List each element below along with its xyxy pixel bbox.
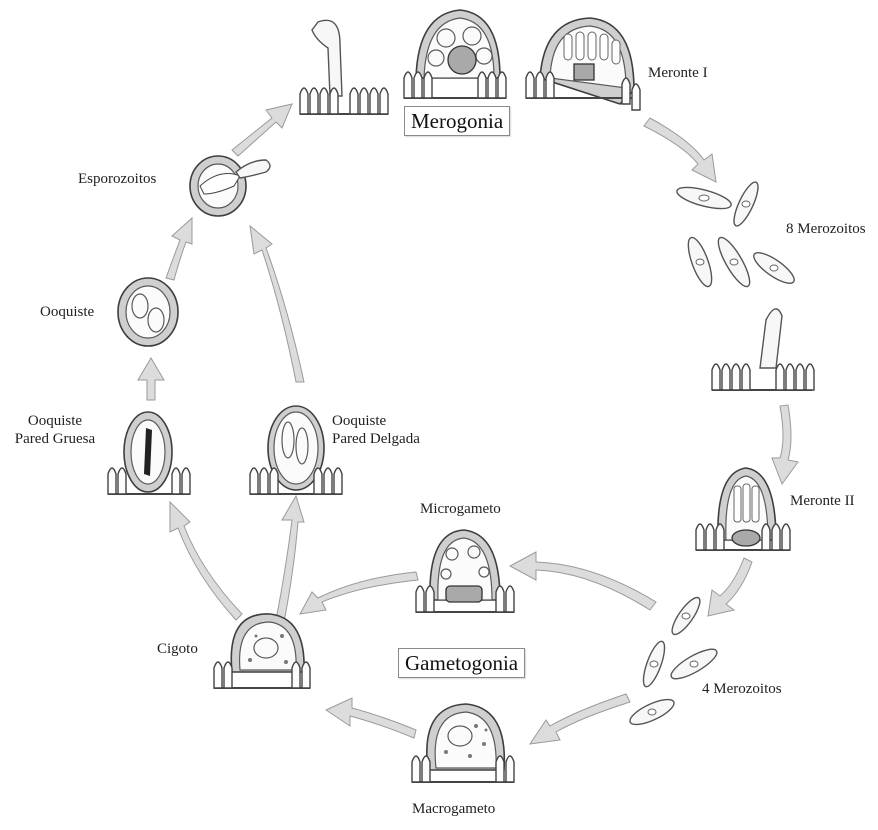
cigoto-cell: [214, 614, 310, 688]
stage-title-merogonia: Merogonia: [404, 106, 510, 136]
label-merozoitos-4: 4 Merozoitos: [702, 680, 782, 698]
label-ooquiste-pared-delgada-line2: Pared Delgada: [332, 430, 420, 448]
label-cigoto: Cigoto: [157, 640, 198, 658]
arrow-macrogameto-to-cigoto: [326, 698, 416, 738]
stage-title-gametogonia: Gametogonia: [398, 648, 525, 678]
ooquiste-cell: [118, 278, 178, 346]
merozoite-invading-cell: [712, 309, 814, 390]
merozoites-4: [627, 594, 721, 729]
meronte-1-cell: [526, 18, 640, 110]
label-ooquiste: Ooquiste: [40, 303, 94, 321]
label-ooquiste-pared-delgada-line1: Ooquiste: [332, 412, 420, 430]
arrow-to-microgameto: [510, 552, 656, 610]
arrow-ooquiste-to-esporozoitos: [166, 218, 192, 280]
label-ooquiste-pared-gruesa-line2: Pared Gruesa: [8, 430, 102, 448]
arrow-to-ooquiste: [138, 358, 164, 400]
label-ooquiste-pared-gruesa: Ooquiste Pared Gruesa: [8, 412, 102, 448]
arrow-cigoto-to-pared-delgada: [276, 496, 304, 622]
ooquiste-pared-gruesa-cell: [108, 412, 190, 494]
macrogameto-cell: [412, 704, 514, 782]
trophozoite-cell: [404, 10, 506, 98]
label-meronte-1: Meronte I: [648, 64, 708, 82]
arrow-esporozoitos-to-cell: [232, 104, 292, 156]
arrow-microgameto-to-cigoto: [300, 572, 418, 614]
label-macrogameto: Macrogameto: [412, 800, 495, 818]
arrow-meronte2-to-merozoitos: [708, 558, 752, 616]
arrow-pared-delgada-to-esporozoitos: [250, 226, 304, 382]
meronte-2-cell: [696, 468, 790, 550]
label-ooquiste-pared-delgada: Ooquiste Pared Delgada: [332, 412, 420, 448]
esporozoitos-cell: [190, 156, 270, 216]
sporozoite-invading-cell: [300, 20, 388, 114]
label-merozoitos-8: 8 Merozoitos: [786, 220, 866, 238]
arrow-to-macrogameto: [530, 694, 630, 744]
microgameto-cell: [416, 530, 514, 612]
label-meronte-2: Meronte II: [790, 492, 855, 510]
ooquiste-pared-delgada-cell: [250, 406, 342, 494]
arrow-meronte1-to-merozoitos: [644, 118, 716, 182]
arrow-cigoto-to-pared-gruesa: [170, 502, 242, 620]
label-esporozoitos: Esporozoitos: [78, 170, 156, 188]
label-ooquiste-pared-gruesa-line1: Ooquiste: [8, 412, 102, 430]
label-microgameto: Microgameto: [420, 500, 501, 518]
arrow-to-meronte2: [772, 405, 798, 484]
merozoites-8: [675, 179, 798, 290]
